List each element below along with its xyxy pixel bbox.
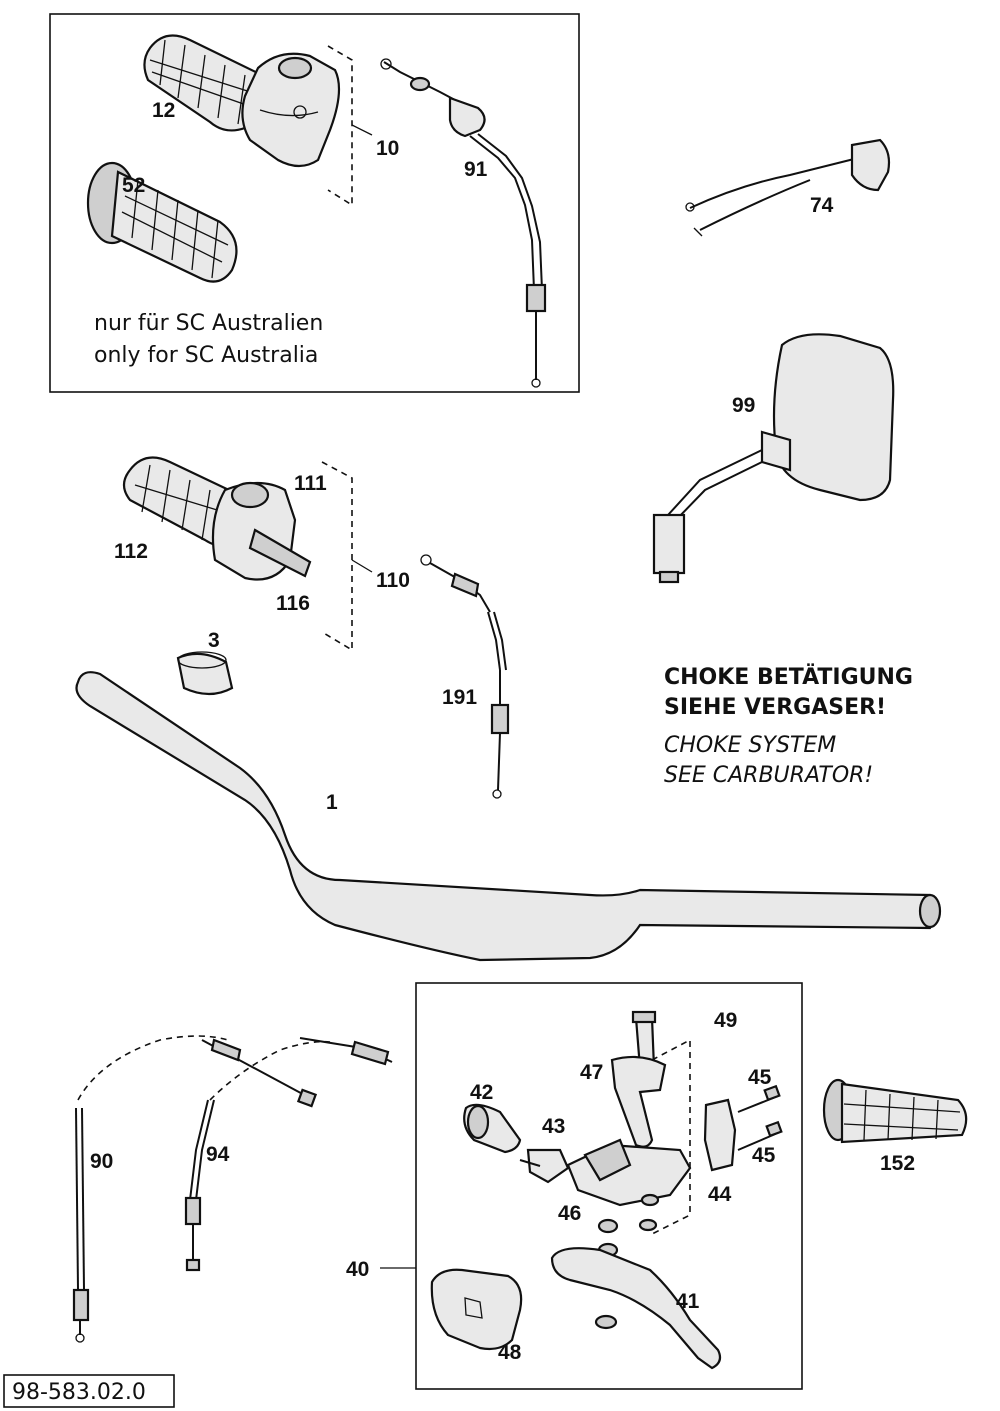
drawing-code: 98-583.02.0 [12, 1380, 146, 1405]
part-label-110: 110 [376, 569, 410, 592]
part-label-1: 1 [326, 791, 338, 814]
choke-note-en-line2: SEE CARBURATOR! [664, 763, 873, 788]
cable-110 [420, 554, 491, 613]
part-label-112: 112 [114, 540, 148, 563]
cable-94 [184, 1037, 393, 1272]
part-label-49: 49 [714, 1009, 737, 1032]
inset-note-line1: nur für SC Australien [94, 311, 323, 336]
part-label-43: 43 [542, 1115, 565, 1138]
part-label-46: 46 [558, 1202, 581, 1225]
part-label-40: 40 [346, 1258, 369, 1281]
choke-note-de-line1: CHOKE BETÄTIGUNG [664, 664, 913, 690]
choke-note-de-line2: SIEHE VERGASER! [664, 695, 886, 720]
part-label-45b: 45 [752, 1144, 776, 1167]
part-label-47: 47 [580, 1061, 603, 1084]
part-label-91: 91 [464, 158, 488, 181]
part-label-48: 48 [498, 1341, 522, 1364]
part-label-44: 44 [708, 1183, 732, 1206]
adjuster-43 [519, 1148, 570, 1184]
part-label-90: 90 [90, 1150, 113, 1173]
part-label-10: 10 [376, 137, 399, 160]
part-label-111: 111 [294, 472, 327, 495]
switch-74 [685, 138, 891, 237]
choke-note-en-line1: CHOKE SYSTEM [664, 733, 836, 758]
adjuster-boot-42 [463, 1103, 522, 1154]
part-label-45a: 45 [748, 1066, 772, 1089]
part-label-41: 41 [676, 1290, 700, 1313]
part-label-94: 94 [206, 1143, 230, 1166]
grip-52 [86, 161, 238, 283]
part-label-3: 3 [208, 629, 220, 652]
grip-152 [822, 1078, 968, 1144]
cable-191 [487, 611, 510, 799]
part-label-12: 12 [152, 99, 175, 122]
part-label-116: 116 [276, 592, 310, 615]
bracket-10 [327, 45, 353, 207]
cable-91 [380, 58, 547, 388]
cable-90 [72, 1035, 229, 1343]
drawing-code-box: 98-583.02.0 [3, 1374, 175, 1408]
inset-note-line2: only for SC Australia [94, 343, 318, 368]
part-label-74: 74 [810, 194, 834, 217]
part-label-99: 99 [732, 394, 755, 417]
part-label-191: 191 [442, 686, 477, 709]
ring-3 [176, 651, 234, 696]
throttle-grip-12 [143, 34, 341, 168]
part-label-52: 52 [122, 174, 145, 197]
clutch-assembly-40 [380, 982, 803, 1390]
throttle-assembly-110 [122, 456, 373, 652]
mirror-99 [652, 333, 895, 584]
part-label-152: 152 [880, 1152, 915, 1175]
australia-inset [49, 13, 580, 393]
handlebar-1 [75, 671, 942, 962]
part-label-42: 42 [470, 1081, 493, 1104]
